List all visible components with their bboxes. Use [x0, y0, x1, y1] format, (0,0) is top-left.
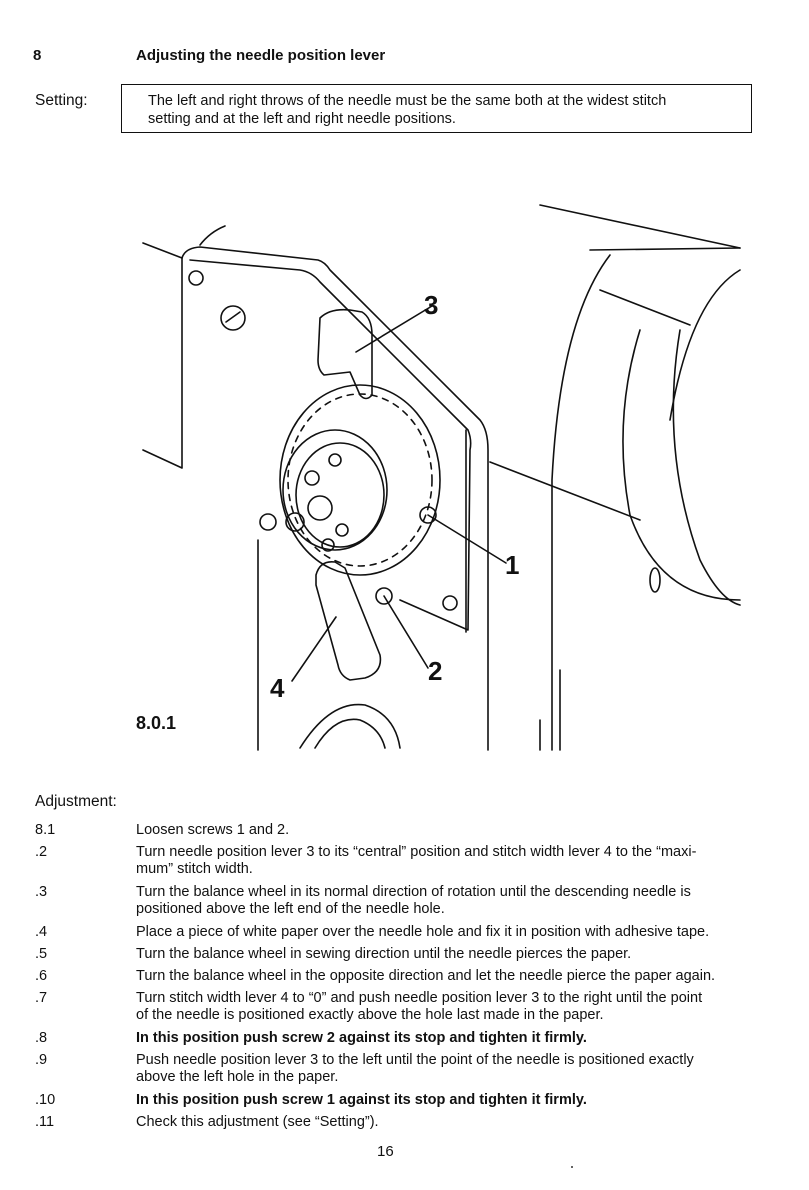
step-text-line: In this position push screw 1 against it… — [136, 1092, 587, 1108]
step-text: Turn the balance wheel in the opposite d… — [136, 968, 756, 985]
step-text-line: of the needle is positioned exactly abov… — [136, 1007, 604, 1023]
step-number: .11 — [35, 1114, 55, 1130]
step-text-line: Loosen screws 1 and 2. — [136, 822, 290, 838]
step-number: .4 — [35, 924, 48, 940]
step-number: .5 — [35, 946, 48, 962]
page-number: 16 — [377, 1143, 394, 1160]
section-number: 8 — [33, 47, 42, 64]
setting-text-line: The left and right throws of the needle … — [148, 93, 667, 109]
step-text: Turn stitch width lever 4 to “0” and pus… — [136, 990, 756, 1024]
step-text-line: above the left hole in the paper. — [136, 1069, 339, 1085]
callout-1: 1 — [505, 550, 519, 580]
step-text-line: Push needle position lever 3 to the left… — [136, 1052, 694, 1068]
section-title: Adjusting the needle position lever — [136, 47, 386, 64]
step-text: Check this adjustment (see “Setting”). — [136, 1114, 756, 1131]
step-number: .2 — [35, 844, 48, 860]
step-text: In this position push screw 1 against it… — [136, 1092, 756, 1109]
setting-text-line: setting and at the left and right needle… — [148, 111, 456, 127]
step-text-line: mum” stitch width. — [136, 861, 253, 877]
step-text-line: In this position push screw 2 against it… — [136, 1030, 587, 1046]
step-text-line: Turn the balance wheel in its normal dir… — [136, 884, 691, 900]
step-number: .3 — [35, 884, 48, 900]
figure-label: 8.0.1 — [136, 713, 176, 733]
sewing-machine-illustration: 3 1 2 4 8.0.1 — [136, 204, 741, 751]
step-text: In this position push screw 2 against it… — [136, 1030, 756, 1047]
step-text: Turn the balance wheel in sewing directi… — [136, 946, 756, 963]
step-text-line: Turn stitch width lever 4 to “0” and pus… — [136, 990, 703, 1006]
step-text-line: Turn the balance wheel in the opposite d… — [136, 968, 716, 984]
step-number: .9 — [35, 1052, 48, 1068]
step-text-line: positioned above the left end of the nee… — [136, 901, 445, 917]
step-number: .10 — [35, 1092, 56, 1108]
adjustment-label: Adjustment: — [35, 793, 117, 810]
step-text: Turn the balance wheel in its normal dir… — [136, 884, 756, 918]
callout-3: 3 — [424, 290, 438, 320]
step-text: Loosen screws 1 and 2. — [136, 822, 756, 839]
callout-4: 4 — [270, 673, 285, 703]
step-text: Place a piece of white paper over the ne… — [136, 924, 756, 941]
step-text-line: Check this adjustment (see “Setting”). — [136, 1114, 379, 1130]
step-text-line: Turn needle position lever 3 to its “cen… — [136, 844, 697, 860]
setting-box: The left and right throws of the needle … — [121, 84, 752, 133]
step-text-line: Turn the balance wheel in sewing directi… — [136, 946, 632, 962]
step-number: .6 — [35, 968, 48, 984]
step-text-line: Place a piece of white paper over the ne… — [136, 924, 710, 940]
step-number: .7 — [35, 990, 48, 1006]
step-number: 8.1 — [35, 822, 56, 838]
speck — [571, 1166, 573, 1168]
callout-2: 2 — [428, 656, 442, 686]
step-number: .8 — [35, 1030, 48, 1046]
step-text: Push needle position lever 3 to the left… — [136, 1052, 756, 1086]
step-text: Turn needle position lever 3 to its “cen… — [136, 844, 756, 878]
setting-label: Setting: — [35, 92, 88, 109]
